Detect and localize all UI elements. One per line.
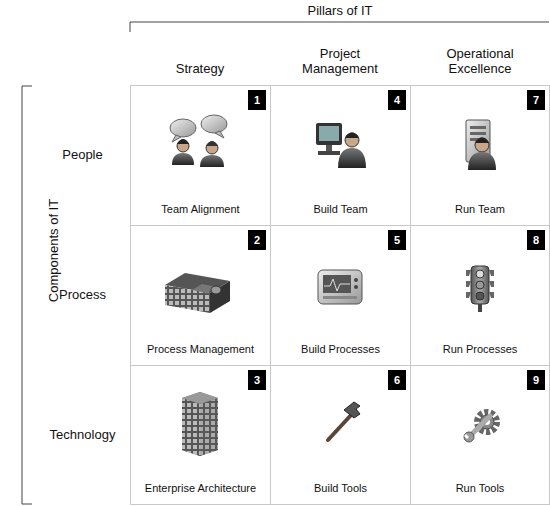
matrix-cell: Process Management 2 <box>130 225 271 366</box>
column-header: Project Management <box>285 46 395 76</box>
cell-caption: Build Processes <box>273 343 408 355</box>
matrix-cell: Run Tools 9 <box>410 365 550 505</box>
matrix-cell: Enterprise Architecture 3 <box>130 365 271 505</box>
axis-title: Components of IT <box>46 199 61 302</box>
monitor-device-icon <box>318 270 362 304</box>
matrix-cell: Run Team 7 <box>410 85 550 226</box>
bracket <box>22 22 549 504</box>
matrix-cell: Build Processes 5 <box>270 225 411 366</box>
matrix-cell: Run Processes 8 <box>410 225 550 366</box>
callout-number: 7 <box>527 90 545 110</box>
callout-number: 2 <box>248 230 266 250</box>
traffic-light-icon <box>466 266 494 312</box>
cell-caption: Run Team <box>413 203 547 215</box>
cell-caption: Run Tools <box>413 482 547 494</box>
matrix-cell: Team Alignment 1 <box>130 85 271 226</box>
wrench-gear-icon <box>464 412 497 442</box>
callout-number: 1 <box>248 90 266 110</box>
row-header: Technology <box>35 427 130 442</box>
matrix-cell: Build Team 4 <box>270 85 411 226</box>
matrix-cell: Build Tools 6 <box>270 365 411 505</box>
column-header: Strategy <box>150 61 250 76</box>
column-header: Operational Excellence <box>420 46 540 76</box>
computer-user-icon <box>316 123 366 168</box>
server-user-icon <box>466 120 496 170</box>
row-header: Process <box>40 287 125 302</box>
row-header: People <box>40 147 125 162</box>
callout-number: 5 <box>388 230 406 250</box>
cell-caption: Build Team <box>273 203 408 215</box>
cell-caption: Process Management <box>133 343 268 355</box>
callout-number: 3 <box>248 370 266 390</box>
callout-number: 6 <box>388 370 406 390</box>
team-icon <box>170 115 227 167</box>
callout-number: 8 <box>527 230 545 250</box>
cell-caption: Build Tools <box>273 482 408 494</box>
cell-caption: Run Processes <box>413 343 547 355</box>
building-icon <box>165 273 230 313</box>
axis-title: Pillars of IT <box>303 3 376 18</box>
office-tower-icon <box>182 392 218 456</box>
cell-caption: Team Alignment <box>133 203 268 215</box>
cell-caption: Enterprise Architecture <box>133 482 268 494</box>
hammer-icon <box>328 402 360 440</box>
callout-number: 9 <box>527 370 545 390</box>
callout-number: 4 <box>388 90 406 110</box>
